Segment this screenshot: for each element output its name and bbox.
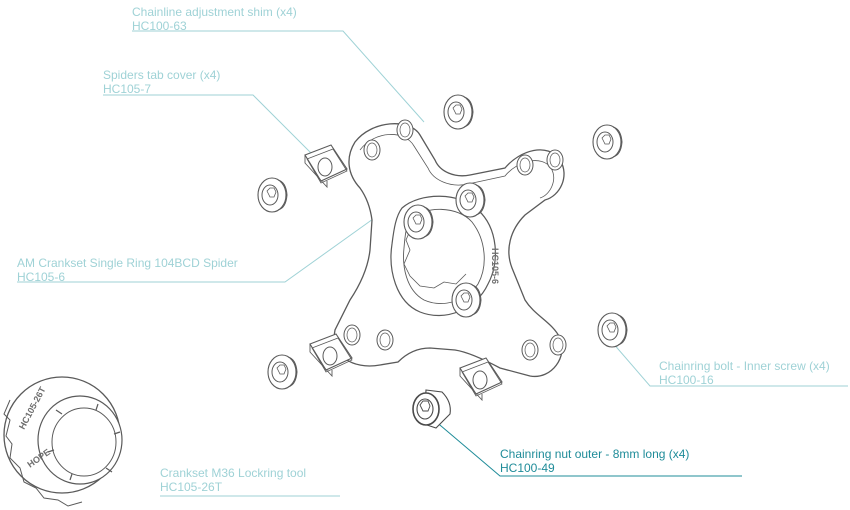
callout-tab-cover-name: Spiders tab cover (x4) xyxy=(103,68,221,82)
callout-nut-name: Chainring nut outer - 8mm long (x4) xyxy=(500,447,690,461)
callout-shim-code: HC100-63 xyxy=(132,19,187,33)
callout-tool-code: HC105-26T xyxy=(160,480,223,494)
callout-tab-cover-code: HC105-7 xyxy=(103,82,152,96)
leader-tab-cover xyxy=(103,94,319,161)
callout-spider-name: AM Crankset Single Ring 104BCD Spider xyxy=(17,256,238,270)
leader-shim xyxy=(132,30,425,123)
callout-tab-cover[interactable]: Spiders tab cover (x4) HC105-7 xyxy=(103,68,220,96)
callout-tool[interactable]: Crankset M36 Lockring tool HC105-26T xyxy=(160,466,306,494)
callout-bolt-name: Chainring bolt - Inner screw (x4) xyxy=(659,359,830,373)
chainring-nut-part xyxy=(412,389,451,429)
leader-nut xyxy=(433,419,742,477)
callout-spider-code: HC105-6 xyxy=(17,270,66,284)
callout-bolt-code: HC100-16 xyxy=(659,373,714,387)
callout-bolt[interactable]: Chainring bolt - Inner screw (x4) HC100-… xyxy=(659,359,830,387)
leader-lines xyxy=(17,30,848,497)
callout-nut-code: HC100-49 xyxy=(500,461,555,475)
spider-part: HC105-6 xyxy=(333,119,567,377)
leader-bolt xyxy=(611,341,848,387)
callout-shim[interactable]: Chainline adjustment shim (x4) HC100-63 xyxy=(132,5,297,33)
spider-part-marking: HC105-6 xyxy=(490,248,500,284)
callout-tool-name: Crankset M36 Lockring tool xyxy=(160,466,307,480)
callout-nut[interactable]: Chainring nut outer - 8mm long (x4) HC10… xyxy=(500,447,689,475)
leader-spider xyxy=(17,213,381,283)
callout-shim-name: Chainline adjustment shim (x4) xyxy=(132,5,297,19)
lockring-tool-part: HC105-26T HOPE xyxy=(3,376,123,507)
callout-spider[interactable]: AM Crankset Single Ring 104BCD Spider HC… xyxy=(17,256,238,284)
